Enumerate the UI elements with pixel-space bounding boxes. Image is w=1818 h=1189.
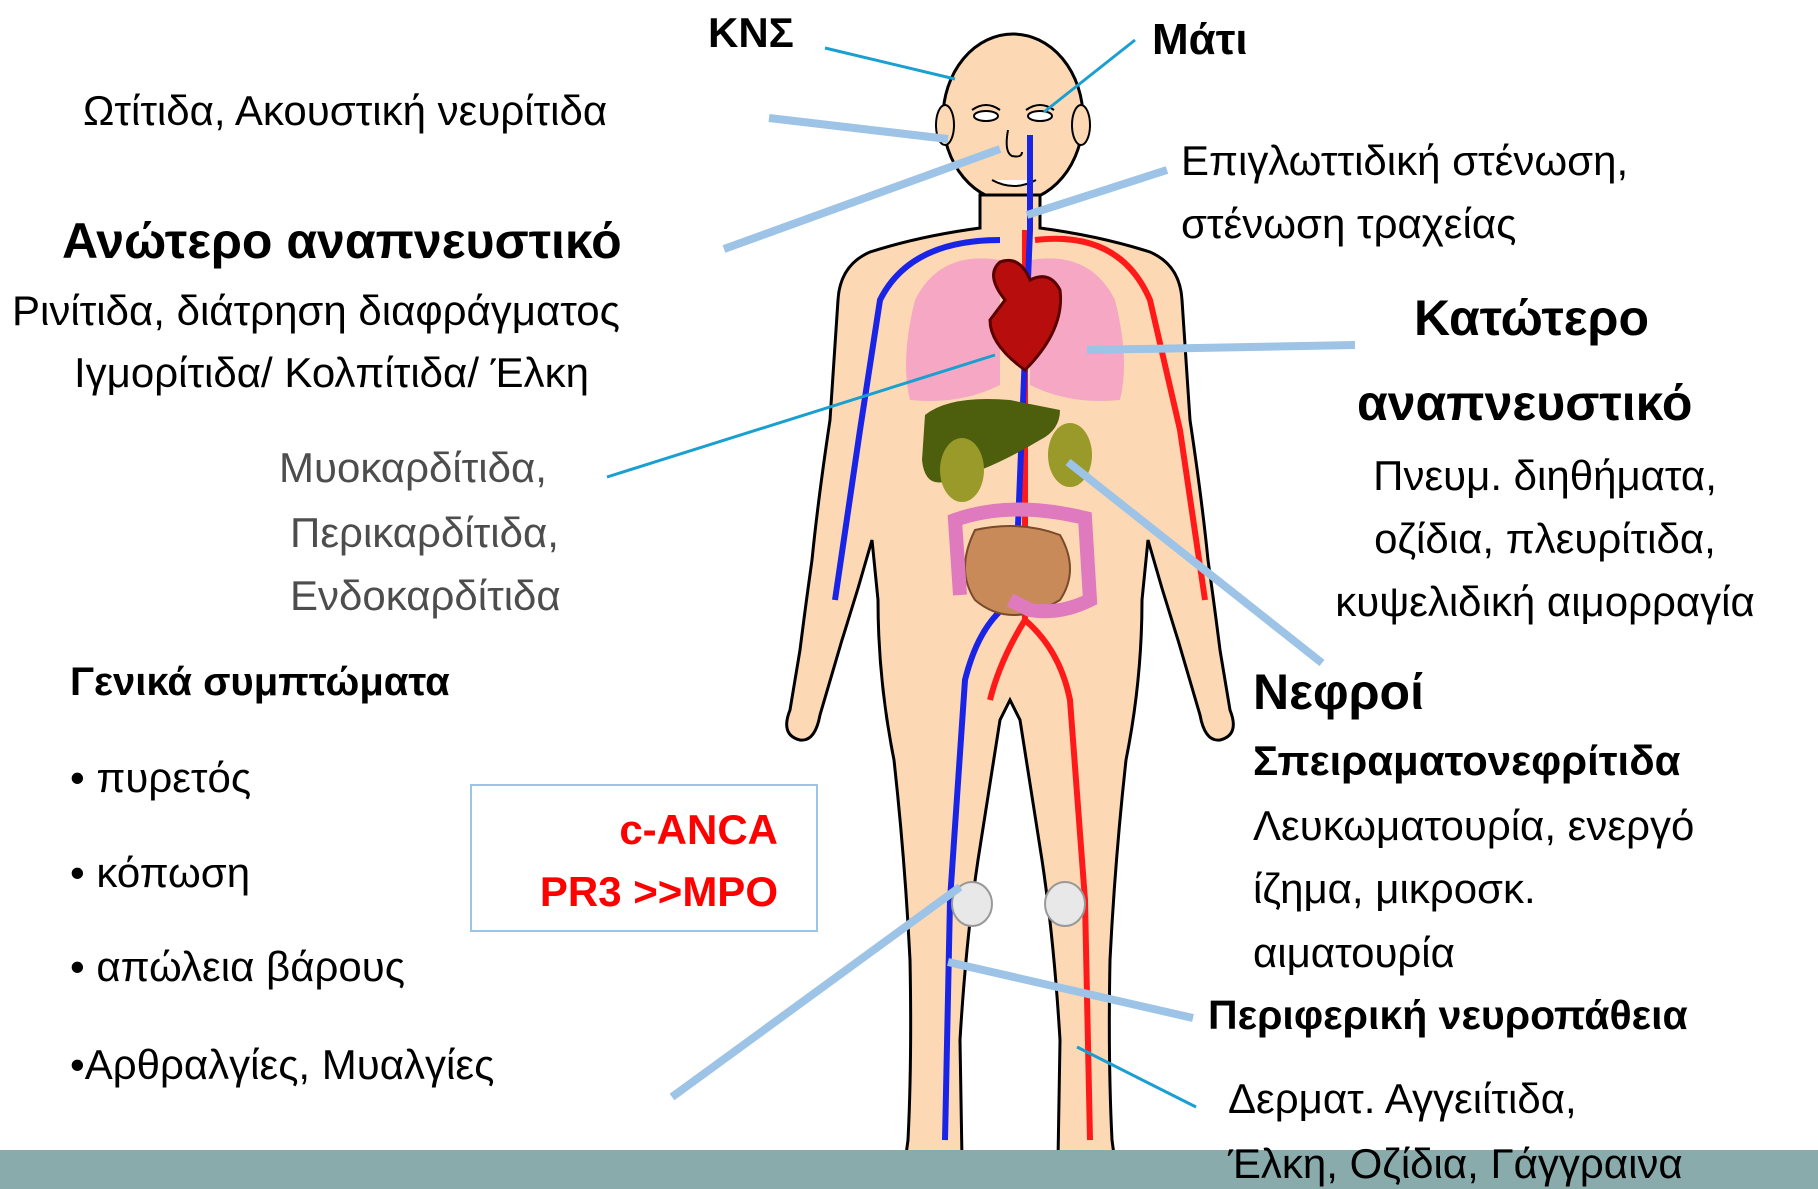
nefroi-line-2: ίζημα, μικροσκ. (1253, 868, 1536, 910)
label-kns: ΚΝΣ (708, 12, 794, 54)
derma-line-1: Δερματ. Αγγειίτιδα, (1228, 1078, 1577, 1120)
label-epiglotti-2: στένωση τραχείας (1181, 203, 1516, 245)
katotero-line-2: οζίδια, πλευρίτιδα, (1290, 518, 1800, 560)
anotero-line-2: Ιγμορίτιδα/ Κολπίτιδα/ Έλκη (74, 352, 589, 394)
periferiki-label: Περιφερική νευροπάθεια (1208, 995, 1688, 1036)
geniki-item-3: • απώλεια βάρους (70, 946, 405, 988)
label-mati: Μάτι (1152, 18, 1248, 62)
geniki-item-4: •Αρθραλγίες, Μυαλγίες (70, 1044, 494, 1086)
geniki-item-1: • πυρετός (70, 757, 251, 799)
nefroi-line-3: αιματουρία (1253, 932, 1455, 974)
katotero-line-3: κυψελιδική αιμορραγία (1290, 581, 1800, 623)
label-epiglotti-1: Επιγλωττιδική στένωση, (1181, 140, 1628, 182)
kidney-left (940, 438, 984, 502)
anca-line-2: PR3 >>MPO (540, 868, 778, 916)
anotero-line-1: Ρινίτιδα, διάτρηση διαφράγματος (12, 290, 620, 332)
kardia-line-3: Ενδοκαρδίτιδα (290, 575, 561, 617)
nefroi-subtitle: Σπειραματονεφρίτιδα (1253, 740, 1681, 782)
derma-line-2: Έλκη, Οζίδια, Γάγγραινα (1228, 1143, 1683, 1185)
anotero-title: Ανώτερο αναπνευστικό (62, 216, 622, 266)
knees (952, 882, 1085, 926)
katotero-title-2: αναπνευστικό (1357, 378, 1692, 428)
katotero-line-1: Πνευμ. διηθήματα, (1290, 455, 1800, 497)
anca-box: c-ANCA PR3 >>MPO (470, 784, 818, 932)
nefroi-line-1: Λευκωματουρία, ενεργό (1253, 805, 1694, 847)
kardia-line-2: Περικαρδίτιδα, (290, 512, 559, 554)
label-otitida: Ωτίτιδα, Ακουστική νευρίτιδα (83, 90, 607, 132)
kardia-line-1: Μυοκαρδίτιδα, (279, 447, 547, 489)
geniki-item-2: • κόπωση (70, 852, 250, 894)
geniki-title: Γενικά συμπτώματα (70, 662, 450, 702)
anca-line-1: c-ANCA (619, 806, 778, 854)
katotero-title-1: Κατώτερο (1414, 293, 1649, 343)
nefroi-title: Νεφροί (1253, 667, 1424, 717)
